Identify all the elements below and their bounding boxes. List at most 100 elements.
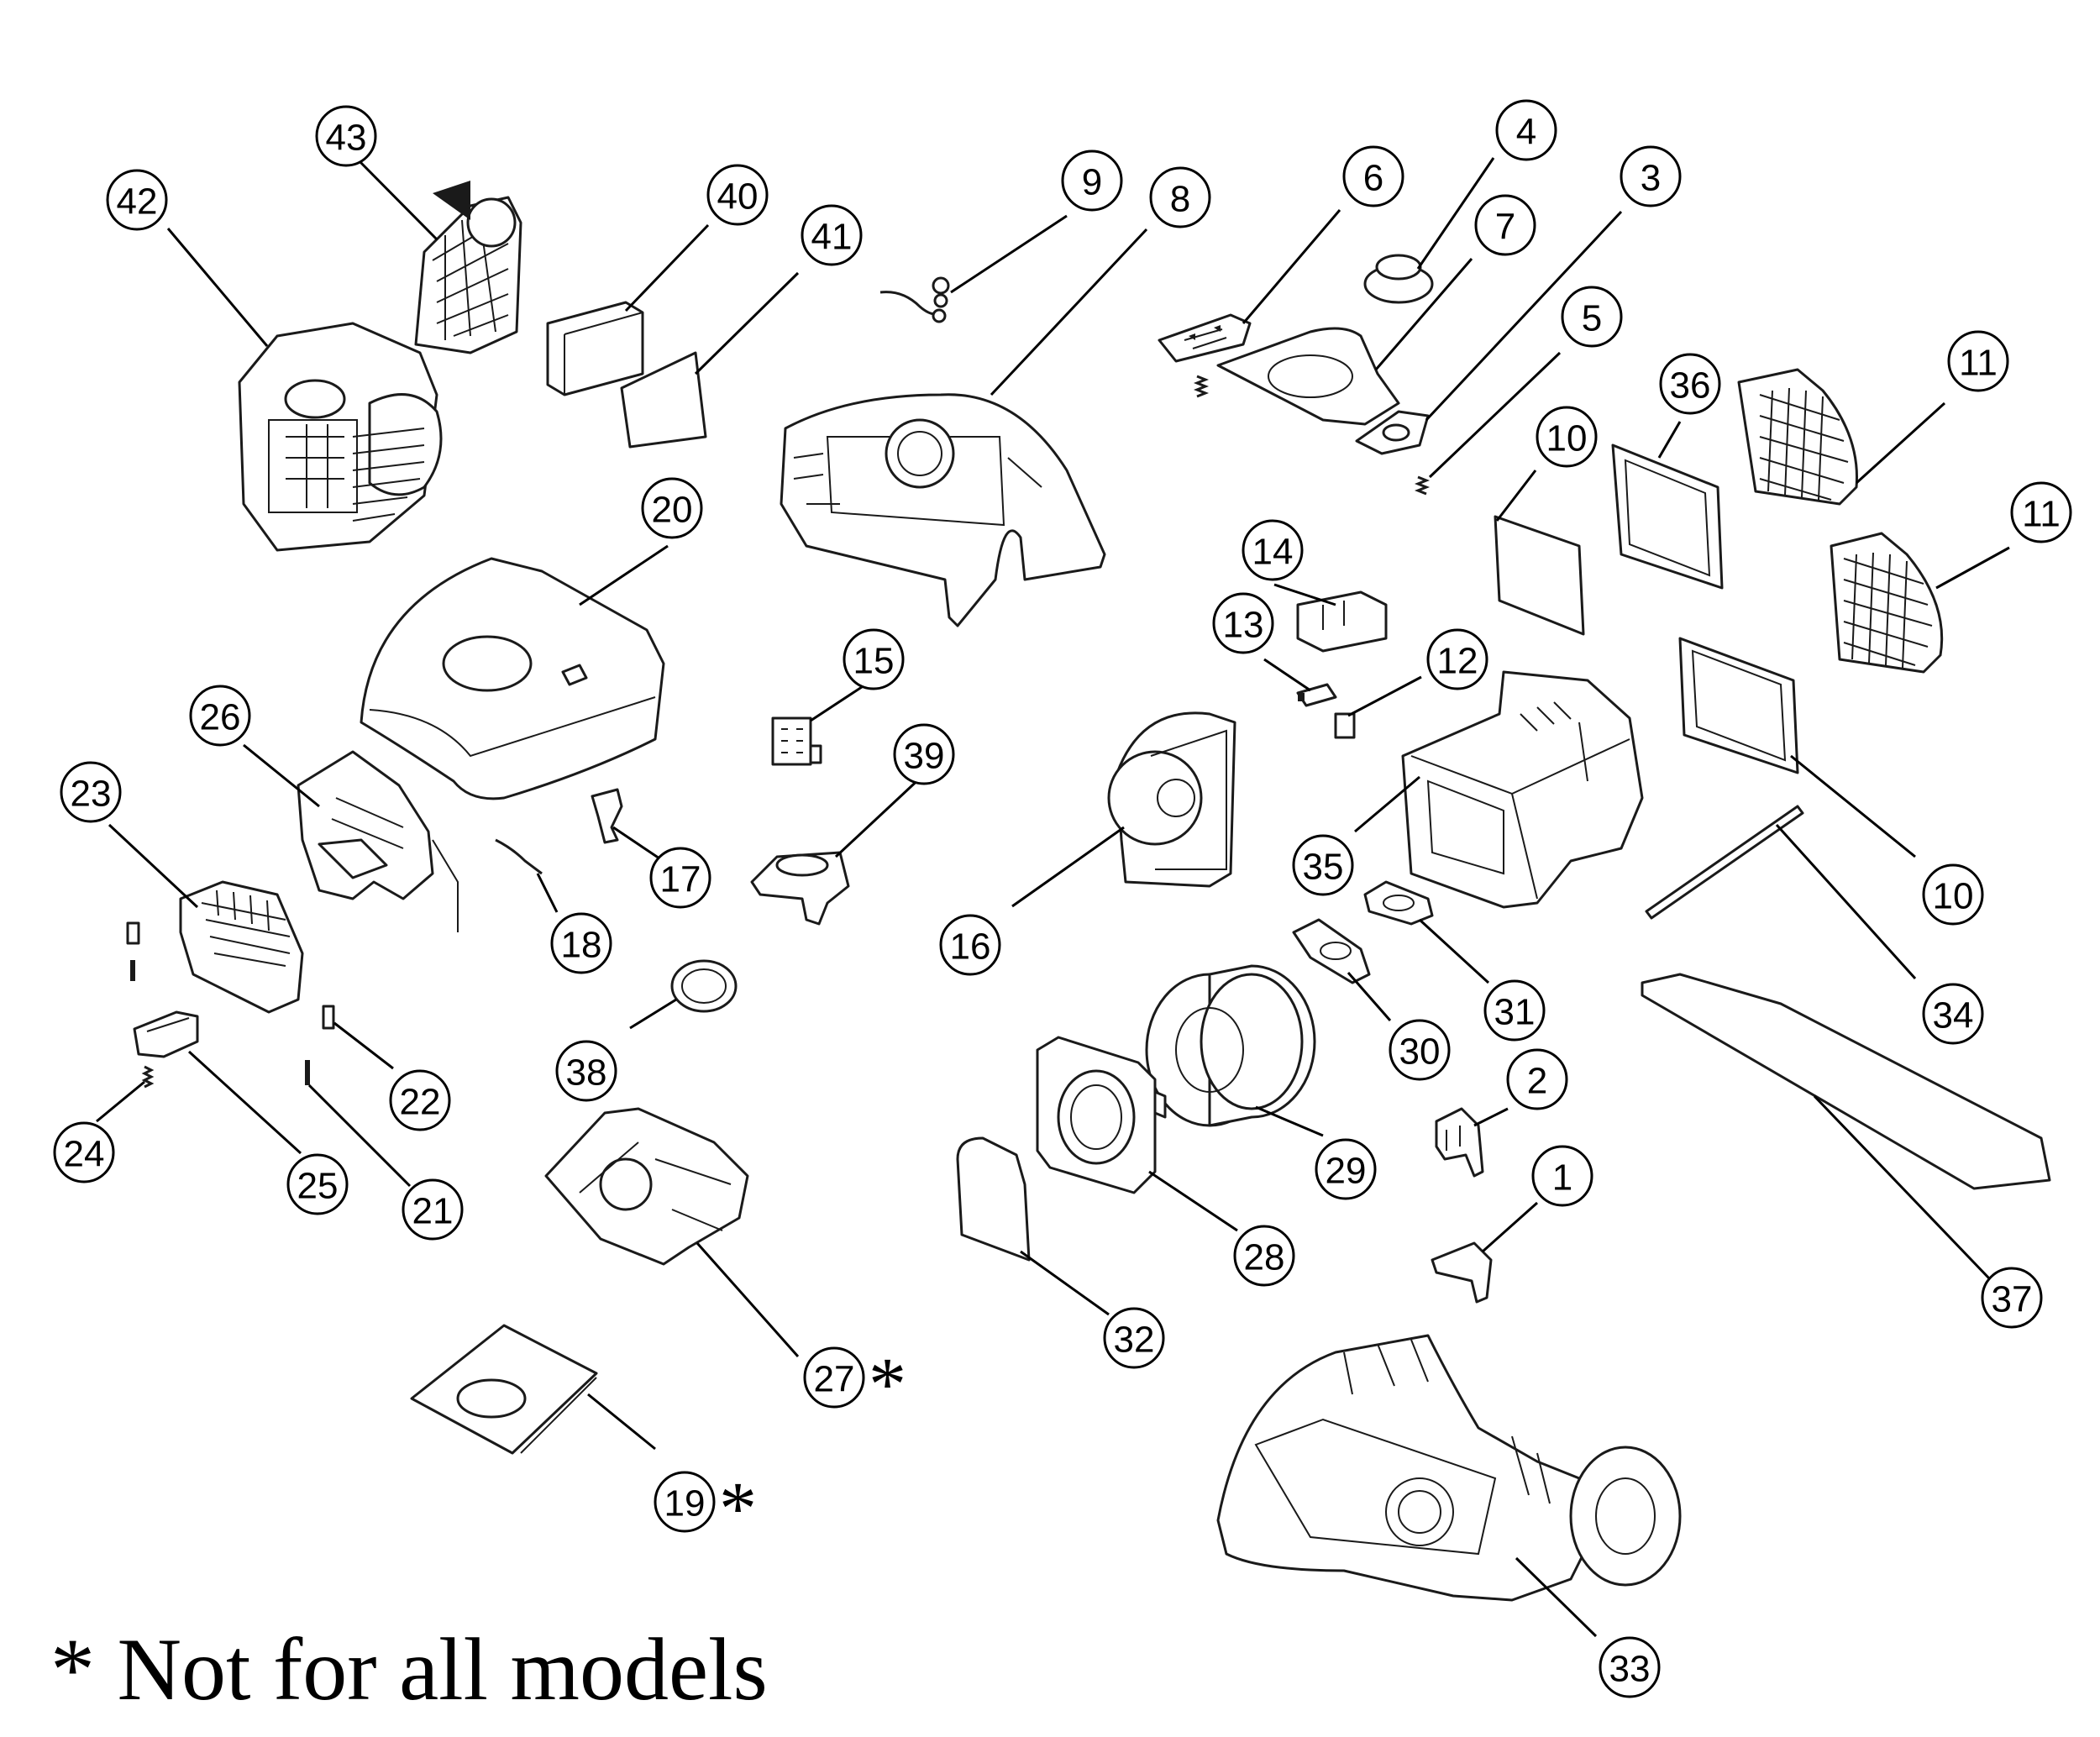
part-13-sensor <box>1296 683 1337 707</box>
leader-28 <box>1148 1170 1238 1232</box>
callout-number: 21 <box>412 1191 454 1232</box>
callout-circle <box>189 685 251 747</box>
callout-number: 10 <box>1546 418 1588 459</box>
leader-23 <box>108 823 199 909</box>
callout-number: 26 <box>200 697 241 738</box>
leader-2 <box>1473 1107 1509 1127</box>
part-27-bag-holder <box>544 1107 749 1266</box>
leader-24 <box>96 1080 145 1123</box>
leader-20 <box>579 544 669 606</box>
leader-4 <box>1416 157 1495 270</box>
part-9-clip <box>879 276 950 323</box>
callout-number: 30 <box>1399 1031 1441 1073</box>
part-31-seal <box>1363 880 1434 926</box>
part-1-lever <box>1431 1241 1493 1304</box>
callout-circle <box>1659 353 1721 415</box>
callout-number: 17 <box>660 859 701 900</box>
callout-circle <box>1315 1138 1377 1200</box>
callout-number: 32 <box>1114 1320 1155 1361</box>
callout-labels: 123456789101011111213141516171819*202122… <box>53 99 2072 1698</box>
callout-number: 43 <box>326 118 367 159</box>
callout-circle <box>939 914 1001 976</box>
callout-circle <box>53 1121 115 1183</box>
callout-c8: 8 <box>1149 166 1211 228</box>
leader-31 <box>1418 918 1490 984</box>
callout-c30: 30 <box>1389 1019 1451 1081</box>
part-11-grille-cover-b <box>1830 532 1944 674</box>
callout-number: 25 <box>297 1166 339 1207</box>
leader-36 <box>1657 421 1682 459</box>
part-30-grommet <box>1292 918 1371 984</box>
callout-circle <box>706 164 769 226</box>
callout-c26: 26 <box>189 685 251 747</box>
callout-number: 41 <box>811 217 853 258</box>
leader-12 <box>1347 675 1422 717</box>
part-14-terminal <box>1296 590 1388 653</box>
callout-number: 38 <box>566 1052 607 1094</box>
callout-c35: 35 <box>1292 834 1354 896</box>
callout-circle <box>1103 1307 1165 1369</box>
callout-circle <box>402 1178 464 1241</box>
callout-circle <box>1061 150 1123 212</box>
callout-c40: 40 <box>706 164 769 226</box>
part-39-swivel <box>750 851 850 926</box>
callout-circle <box>1947 330 2009 392</box>
callout-number: 23 <box>71 774 112 815</box>
callout-circle <box>1474 194 1536 256</box>
part-35-chassis <box>1401 670 1644 909</box>
callout-c10b: 10 <box>1922 863 1984 926</box>
callout-c28: 28 <box>1233 1225 1295 1287</box>
callout-number: 39 <box>904 736 945 777</box>
callout-circle <box>1620 145 1682 207</box>
not-all-models-asterisk: * <box>719 1467 757 1551</box>
callout-c27: 27* <box>803 1343 906 1426</box>
callout-c20: 20 <box>641 477 703 539</box>
part-6-latch-cover <box>1158 313 1252 363</box>
callout-circle <box>893 723 955 785</box>
callout-number: 13 <box>1223 605 1264 646</box>
callout-c11b: 11 <box>2010 481 2072 543</box>
part-25-pedal <box>133 1010 199 1058</box>
leader-16 <box>1011 826 1125 908</box>
part-33-base-body <box>1216 1334 1682 1602</box>
callout-c7: 7 <box>1474 194 1536 256</box>
part-42-motor-housing <box>238 322 443 552</box>
callout-number: 15 <box>853 641 895 682</box>
callout-number: 27 <box>814 1359 855 1400</box>
callout-circle <box>1495 99 1557 161</box>
leader-30 <box>1347 972 1392 1021</box>
part-32-filter-pad <box>956 1136 1031 1262</box>
leader-41 <box>694 271 800 375</box>
callout-number: 37 <box>1992 1279 2033 1320</box>
callout-c37: 37 <box>1981 1267 2043 1329</box>
leader-17 <box>612 826 663 862</box>
callout-circle <box>2010 481 2072 543</box>
leader-8 <box>990 228 1148 396</box>
callout-circle <box>315 105 377 167</box>
callout-number: 7 <box>1495 207 1515 248</box>
callout-number: 20 <box>652 490 693 531</box>
part-26-front-piece <box>297 750 459 932</box>
callout-number: 34 <box>1933 995 1974 1036</box>
callout-number: 36 <box>1670 365 1711 407</box>
part-10-panel-filter-a <box>1494 515 1585 636</box>
callout-circle <box>649 847 711 909</box>
callout-number: 31 <box>1494 992 1536 1033</box>
callout-number: 19 <box>664 1483 706 1524</box>
callout-number: 28 <box>1244 1237 1285 1278</box>
callout-number: 35 <box>1303 847 1344 888</box>
callout-number: 29 <box>1326 1151 1367 1192</box>
part-10-panel-filter-b <box>1678 637 1799 774</box>
callout-number: 16 <box>950 926 991 968</box>
callout-circle <box>1922 983 1984 1045</box>
callout-number: 22 <box>400 1082 441 1123</box>
leader-3 <box>1425 210 1623 422</box>
callout-circle <box>1599 1636 1661 1698</box>
leader-19 <box>587 1393 656 1451</box>
callout-c31: 31 <box>1483 979 1546 1042</box>
callout-c36: 36 <box>1659 353 1721 415</box>
part-pins-springs <box>126 921 335 1089</box>
callout-number: 1 <box>1552 1157 1572 1199</box>
callout-circle <box>1426 628 1488 690</box>
part-41-filter-sheet <box>620 351 707 449</box>
